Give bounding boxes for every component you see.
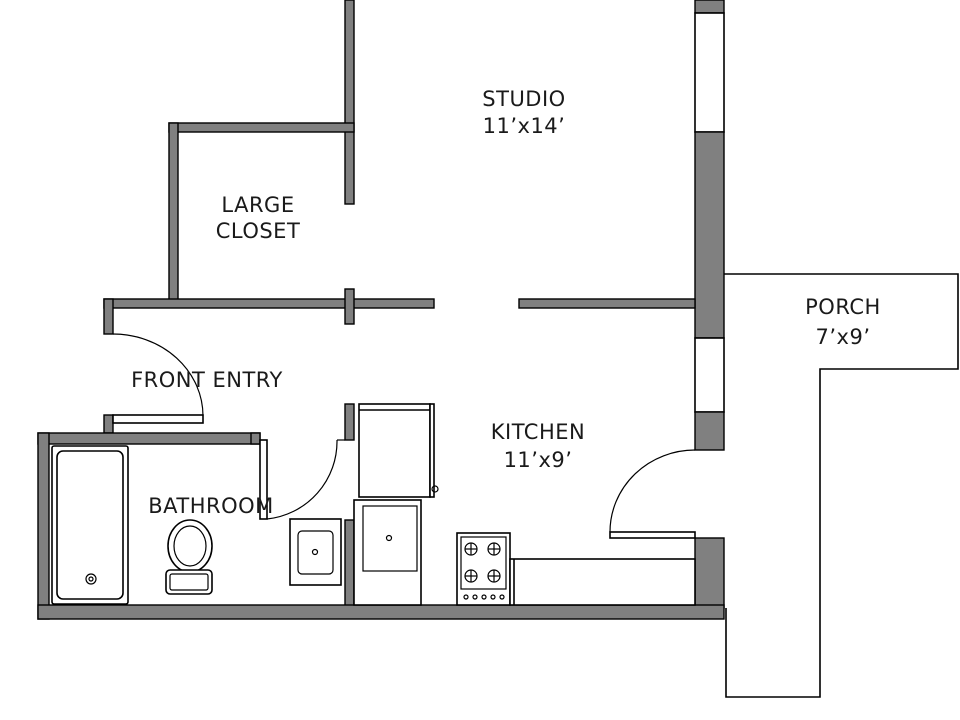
interior-walls (103, 0, 696, 609)
kitchen-sink-cabinet (353, 499, 422, 606)
kitchen-counter (509, 558, 696, 606)
front-entry-door[interactable] (112, 333, 204, 424)
porch-door[interactable] (609, 449, 696, 539)
exterior-right-wall (694, 0, 725, 609)
porch-label: PORCH (805, 295, 881, 319)
studio-size: 11’x14’ (483, 114, 566, 138)
bathtub (51, 445, 129, 605)
stove (456, 532, 511, 606)
toilet (165, 519, 213, 595)
front-entry-label: FRONT ENTRY (131, 368, 283, 392)
bathroom-sink (289, 518, 342, 586)
kitchen-label: KITCHEN (491, 420, 586, 444)
porch-outline (724, 273, 959, 698)
closet-label-line1: LARGE (221, 193, 294, 217)
kitchen-size: 11’x9’ (504, 448, 573, 472)
bathroom-label: BATHROOM (148, 494, 274, 518)
refrigerator (358, 403, 439, 498)
closet-label-line2: CLOSET (216, 219, 301, 243)
bathroom-door[interactable] (259, 439, 345, 520)
porch-size: 7’x9’ (816, 325, 871, 349)
studio-label: STUDIO (482, 87, 565, 111)
